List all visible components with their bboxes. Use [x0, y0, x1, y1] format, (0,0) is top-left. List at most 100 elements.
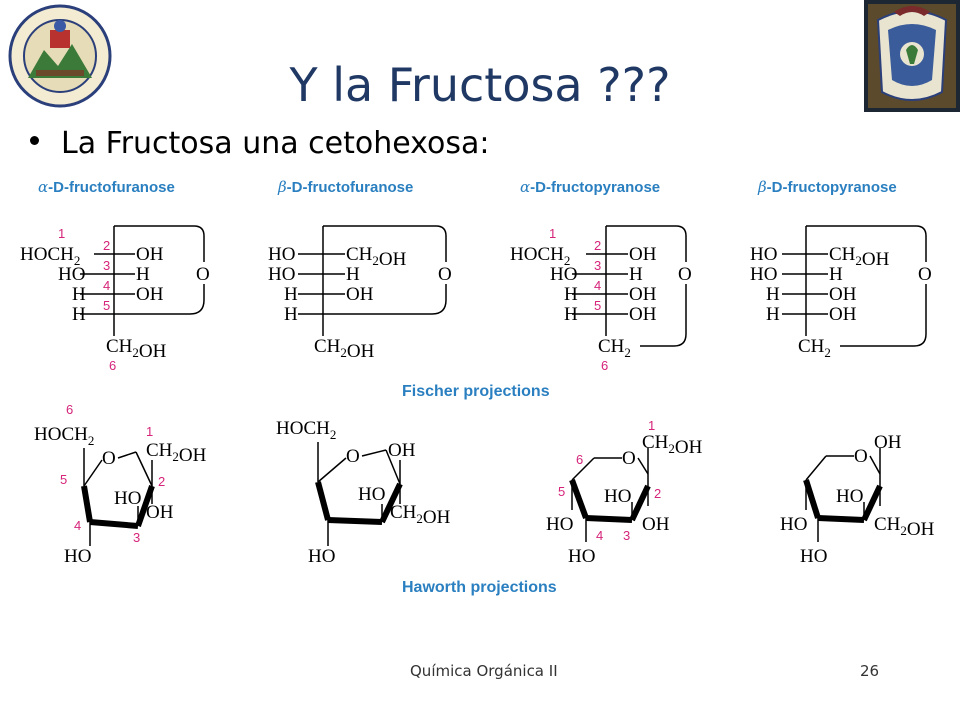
svg-text:CH2OH: CH2OH [146, 440, 207, 466]
svg-text:5: 5 [60, 472, 67, 487]
svg-text:OH: OH [136, 284, 164, 305]
svg-text:H: H [284, 304, 298, 325]
haworth-beta-furanose: HOCH2 O OH HO CH2OH HO [276, 418, 451, 567]
svg-text:HO: HO [58, 264, 85, 285]
svg-text:H: H [284, 284, 298, 305]
svg-text:OH: OH [146, 502, 174, 523]
svg-text:CH2OH: CH2OH [829, 244, 890, 270]
svg-text:H: H [564, 304, 578, 325]
footer-course: Química Orgánica II [410, 662, 558, 680]
fischer-section-label: Fischer projections [402, 383, 550, 400]
anomer-label-3: α-D-fructopyranose [520, 178, 660, 196]
svg-text:OH: OH [829, 284, 857, 305]
svg-text:HO: HO [550, 264, 577, 285]
svg-text:H: H [346, 264, 360, 285]
svg-text:HOCH2: HOCH2 [20, 244, 80, 268]
svg-text:5: 5 [103, 298, 110, 313]
svg-text:OH: OH [629, 244, 657, 265]
svg-text:HO: HO [604, 486, 631, 507]
svg-text:OH: OH [829, 304, 857, 325]
svg-text:H: H [564, 284, 578, 305]
svg-text:1: 1 [648, 418, 655, 433]
svg-text:OH: OH [629, 304, 657, 325]
svg-text:OH: OH [346, 284, 374, 305]
bullet-point: La Fructosa una cetohexosa: [30, 126, 489, 161]
svg-text:O: O [918, 264, 932, 285]
svg-text:3: 3 [133, 530, 140, 545]
svg-text:5: 5 [594, 298, 601, 313]
svg-text:O: O [678, 264, 692, 285]
slide-title: Y la Fructosa ??? [289, 58, 671, 112]
footer-page-number: 26 [860, 662, 880, 680]
svg-text:CH2OH: CH2OH [346, 244, 407, 270]
svg-text:OH: OH [388, 440, 416, 461]
svg-text:H: H [829, 264, 843, 285]
haworth-beta-pyranose: O OH HO CH2OH HO HO [780, 432, 935, 567]
svg-text:H: H [629, 264, 643, 285]
svg-text:6: 6 [576, 452, 583, 467]
fischer-beta-furanose: HO CH2OH HO H H OH H O CH2OH [268, 225, 452, 362]
svg-text:OH: OH [642, 514, 670, 535]
svg-text:CH2: CH2 [598, 336, 631, 360]
svg-text:1: 1 [58, 226, 65, 241]
svg-text:CH2: CH2 [798, 336, 831, 360]
svg-text:3: 3 [594, 258, 601, 273]
haworth-alpha-pyranose: O CH2OH HO OH HO HO 1 2 3 4 5 6 [546, 418, 703, 567]
svg-text:4: 4 [596, 528, 603, 543]
bullet-dot-icon [30, 136, 39, 145]
svg-text:H: H [766, 304, 780, 325]
svg-text:O: O [622, 448, 636, 469]
svg-text:HOCH2: HOCH2 [510, 244, 570, 268]
university-seal-logo [8, 4, 112, 112]
svg-text:HO: HO [546, 514, 573, 535]
svg-text:2: 2 [103, 238, 110, 253]
svg-text:HO: HO [780, 514, 807, 535]
fischer-alpha-furanose: HOCH2 OH HO H H OH H O CH2OH 1 2 3 4 5 6 [20, 225, 210, 373]
svg-text:5: 5 [558, 484, 565, 499]
svg-text:HO: HO [800, 546, 827, 567]
svg-text:HOCH2: HOCH2 [276, 418, 336, 442]
haworth-section-label: Haworth projections [402, 579, 557, 596]
svg-text:HO: HO [358, 484, 385, 505]
svg-text:HO: HO [64, 546, 91, 567]
svg-text:2: 2 [158, 474, 165, 489]
svg-text:O: O [102, 448, 116, 469]
svg-text:O: O [346, 446, 360, 467]
svg-text:4: 4 [103, 278, 110, 293]
svg-text:OH: OH [874, 432, 902, 453]
svg-text:1: 1 [549, 226, 556, 241]
svg-text:H: H [72, 284, 86, 305]
svg-text:CH2OH: CH2OH [642, 432, 703, 458]
anomer-label-4: β-D-fructopyranose [757, 178, 897, 196]
svg-text:6: 6 [109, 358, 116, 373]
svg-text:CH2OH: CH2OH [314, 336, 375, 362]
fischer-beta-pyranose: HO CH2OH HO H H OH H OH O CH2 [750, 225, 932, 360]
svg-text:OH: OH [136, 244, 164, 265]
svg-text:H: H [766, 284, 780, 305]
svg-text:1: 1 [146, 424, 153, 439]
svg-text:HOCH2: HOCH2 [34, 424, 94, 448]
svg-text:CH2OH: CH2OH [390, 502, 451, 528]
haworth-alpha-furanose: HOCH2 O CH2OH HO OH HO 6 1 2 3 4 5 [34, 402, 207, 567]
svg-text:H: H [136, 264, 150, 285]
svg-text:4: 4 [74, 518, 81, 533]
svg-text:O: O [196, 264, 210, 285]
svg-text:6: 6 [601, 358, 608, 373]
svg-text:HO: HO [750, 244, 777, 265]
anomer-label-2: β-D-fructofuranose [277, 178, 413, 196]
svg-text:2: 2 [654, 486, 661, 501]
svg-text:CH2OH: CH2OH [106, 336, 167, 362]
svg-text:H: H [72, 304, 86, 325]
svg-text:O: O [438, 264, 452, 285]
bullet-text: La Fructosa una cetohexosa: [61, 126, 490, 161]
svg-text:HO: HO [750, 264, 777, 285]
svg-text:2: 2 [594, 238, 601, 253]
svg-text:3: 3 [623, 528, 630, 543]
svg-text:OH: OH [629, 284, 657, 305]
svg-text:4: 4 [594, 278, 601, 293]
svg-text:HO: HO [308, 546, 335, 567]
fischer-alpha-pyranose: HOCH2 OH HO H H OH H OH O CH2 1 2 3 4 5 … [510, 225, 692, 373]
svg-text:HO: HO [268, 244, 295, 265]
fructose-structures-diagram: .anom{fill:#2a7fc0;font-family:"Liberati… [0, 170, 960, 614]
faculty-crest-logo [864, 0, 960, 116]
